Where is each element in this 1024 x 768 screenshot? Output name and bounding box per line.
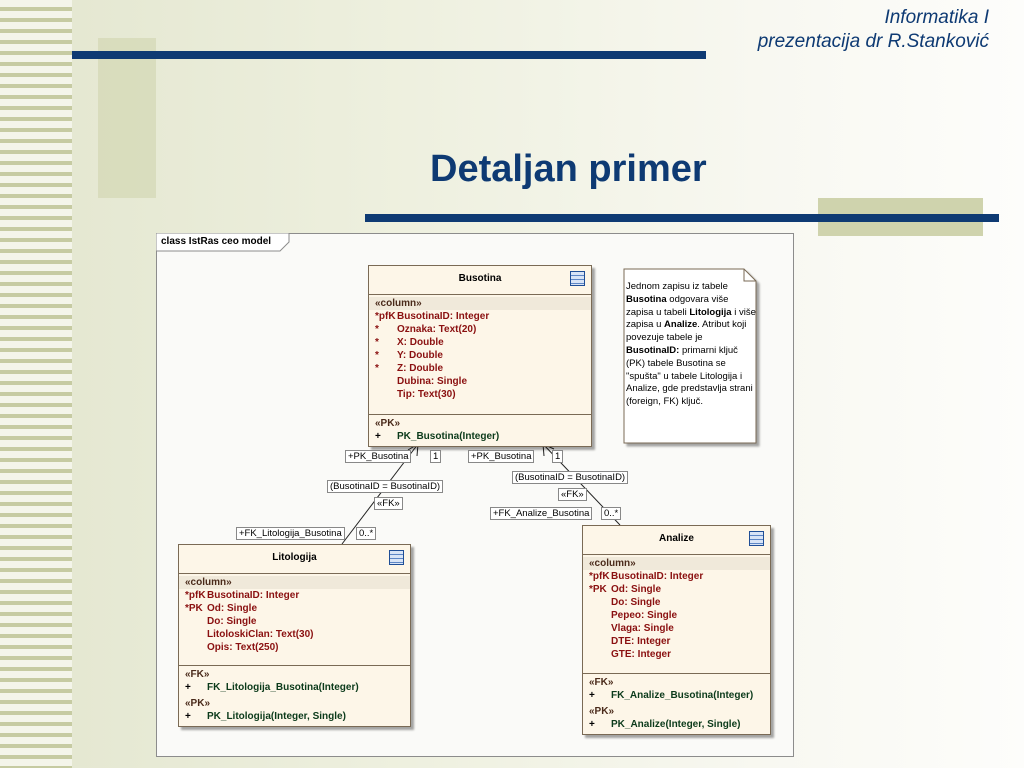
operation-row: +FK_Litologija_Busotina(Integer) (185, 682, 359, 693)
assoc-constraint: (BusotinaID = BusotinaID) (512, 471, 629, 484)
slide-header: Informatika I prezentacija dr R.Stankovi… (758, 6, 989, 54)
fk-pk-section: «FK» +FK_Litologija_Busotina(Integer) «P… (179, 665, 410, 726)
column-row: DTE: Integer (611, 636, 671, 647)
columns-section: «column» *pfKBusotinaID: Integer *Oznaka… (369, 295, 591, 414)
column-row: *Y: Double (375, 350, 443, 361)
diagram-note: Jednom zapisu iz tabele Busotina odgovar… (626, 281, 756, 408)
column-row: Vlaga: Single (611, 623, 674, 634)
class-litologija[interactable]: Litologija «column» *pfKBusotinaID: Inte… (178, 544, 411, 727)
assoc-target-role: +FK_Litologija_Busotina (236, 527, 345, 540)
table-icon (570, 271, 585, 286)
column-row: Tip: Text(30) (397, 389, 456, 400)
column-row: GTE: Integer (611, 649, 672, 660)
columns-stereotype: «column» (583, 557, 770, 570)
class-busotina[interactable]: Busotina «column» *pfKBusotinaID: Intege… (368, 265, 592, 447)
title-bar-bottom (365, 214, 999, 222)
slide-title: Detaljan primer (430, 148, 707, 190)
assoc-stereotype: «FK» (558, 488, 587, 501)
class-name: Litologija (272, 552, 317, 563)
header-author: prezentacija dr R.Stanković (757, 31, 989, 52)
column-row: *pfKBusotinaID: Integer (185, 590, 300, 601)
column-row: *X: Double (375, 337, 444, 348)
table-icon (389, 550, 404, 565)
column-row: Dubina: Single (397, 376, 467, 387)
operation-row: +PK_Busotina(Integer) (375, 431, 500, 442)
column-row: *Z: Double (375, 363, 444, 374)
column-row: Pepeo: Single (611, 610, 678, 621)
pk-stereotype: «PK» (589, 706, 615, 717)
class-header: Busotina (369, 266, 591, 295)
column-row: LitoloskiClan: Text(30) (207, 629, 314, 640)
column-row: Do: Single (611, 597, 661, 608)
column-row: *Oznaka: Text(20) (375, 324, 477, 335)
assoc-source-role: +PK_Busotina (345, 450, 412, 463)
assoc-constraint: (BusotinaID = BusotinaID) (327, 480, 444, 493)
header-course: Informatika I (884, 7, 989, 28)
assoc-source-role: +PK_Busotina (468, 450, 535, 463)
class-name: Analize (658, 533, 694, 544)
frame-label: class IstRas ceo model (161, 236, 272, 247)
column-row: Opis: Text(250) (207, 642, 279, 653)
fk-pk-section: «FK» +FK_Analize_Busotina(Integer) «PK» … (583, 673, 770, 734)
class-header: Analize (583, 526, 770, 555)
pk-stereotype: «PK» (185, 698, 211, 709)
pk-stereotype: «PK» (375, 418, 401, 429)
assoc-source-multiplicity: 1 (430, 450, 442, 463)
fk-stereotype: «FK» (185, 669, 210, 680)
assoc-source-multiplicity: 1 (552, 450, 564, 463)
column-row: Do: Single (207, 616, 257, 627)
assoc-target-multiplicity: 0..* (601, 507, 622, 520)
column-row: *pfKBusotinaID: Integer (589, 571, 704, 582)
table-icon (749, 531, 764, 546)
pk-section: «PK» +PK_Busotina(Integer) (369, 414, 591, 446)
decorative-square (98, 38, 156, 198)
assoc-target-multiplicity: 0..* (356, 527, 377, 540)
columns-stereotype: «column» (179, 576, 410, 589)
columns-stereotype: «column» (369, 297, 591, 310)
class-name: Busotina (458, 273, 502, 284)
assoc-stereotype: «FK» (374, 497, 403, 510)
class-analize[interactable]: Analize «column» *pfKBusotinaID: Integer… (582, 525, 771, 735)
decorative-stripes (0, 0, 72, 768)
operation-row: +PK_Litologija(Integer, Single) (185, 711, 346, 722)
operation-row: +FK_Analize_Busotina(Integer) (589, 690, 754, 701)
title-bar-top (72, 51, 706, 59)
column-row: *pfKBusotinaID: Integer (375, 311, 490, 322)
class-header: Litologija (179, 545, 410, 574)
operation-row: +PK_Analize(Integer, Single) (589, 719, 741, 730)
fk-stereotype: «FK» (589, 677, 614, 688)
assoc-target-role: +FK_Analize_Busotina (490, 507, 593, 520)
